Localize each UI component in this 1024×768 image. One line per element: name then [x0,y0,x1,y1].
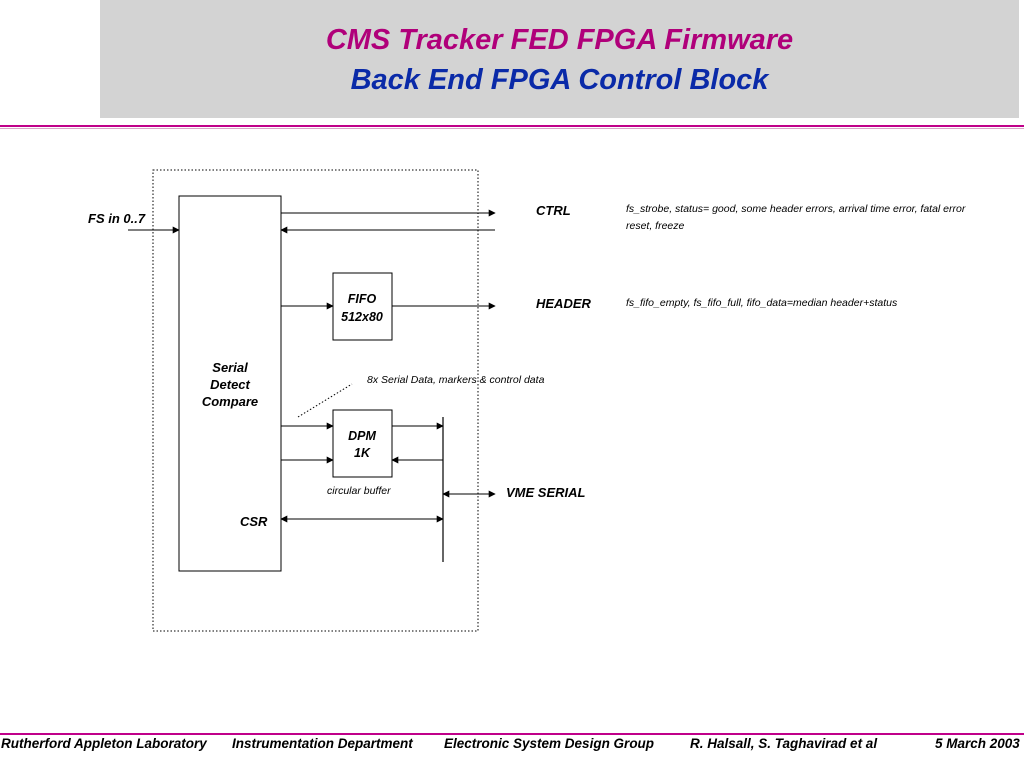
footer-lab: Rutherford Appleton Laboratory [1,736,207,751]
serial-detect-compare-block [178,195,282,572]
dpm-block [332,409,393,478]
main-block-label-3: Compare [202,394,258,409]
dpm-label-2: 1K [354,446,371,460]
slide-title: CMS Tracker FED FPGA Firmware [325,24,794,56]
footer-authors: R. Halsall, S. Taghavirad et al [690,736,878,751]
ctrl-description-2: reset, freeze [626,220,685,232]
header-description: fs_fifo_empty, fs_fifo_full, fifo_data=m… [626,297,898,309]
dpm-caption: circular buffer [327,485,391,497]
header-rule [0,125,1024,127]
footer-rule [0,733,1024,735]
footer-dept: Instrumentation Department [232,736,413,751]
fpga-boundary [152,169,479,632]
title-banner [100,0,1019,118]
ctrl-description-1: fs_strobe, status= good, some header err… [626,203,966,215]
csr-label: CSR [240,514,268,529]
header-rule-shadow [0,128,1024,129]
footer-group: Electronic System Design Group [444,736,655,751]
fs-input-label: FS in 0..7 [88,211,146,226]
ctrl-label: CTRL [536,203,571,218]
fifo-label-1: FIFO [348,292,377,306]
main-block-label-2: Detect [210,377,250,392]
header-label: HEADER [536,296,592,311]
dpm-label-1: DPM [348,429,376,443]
footer-date: 5 March 2003 [935,736,1020,751]
slide-subtitle: Back End FPGA Control Block [350,64,769,96]
fifo-label-2: 512x80 [341,310,383,324]
main-block-label-1: Serial [212,360,248,375]
note-pointer [297,383,353,418]
serial-data-note: 8x Serial Data, markers & control data [367,374,545,386]
fifo-block [332,272,393,341]
vme-serial-label: VME SERIAL [506,485,586,500]
